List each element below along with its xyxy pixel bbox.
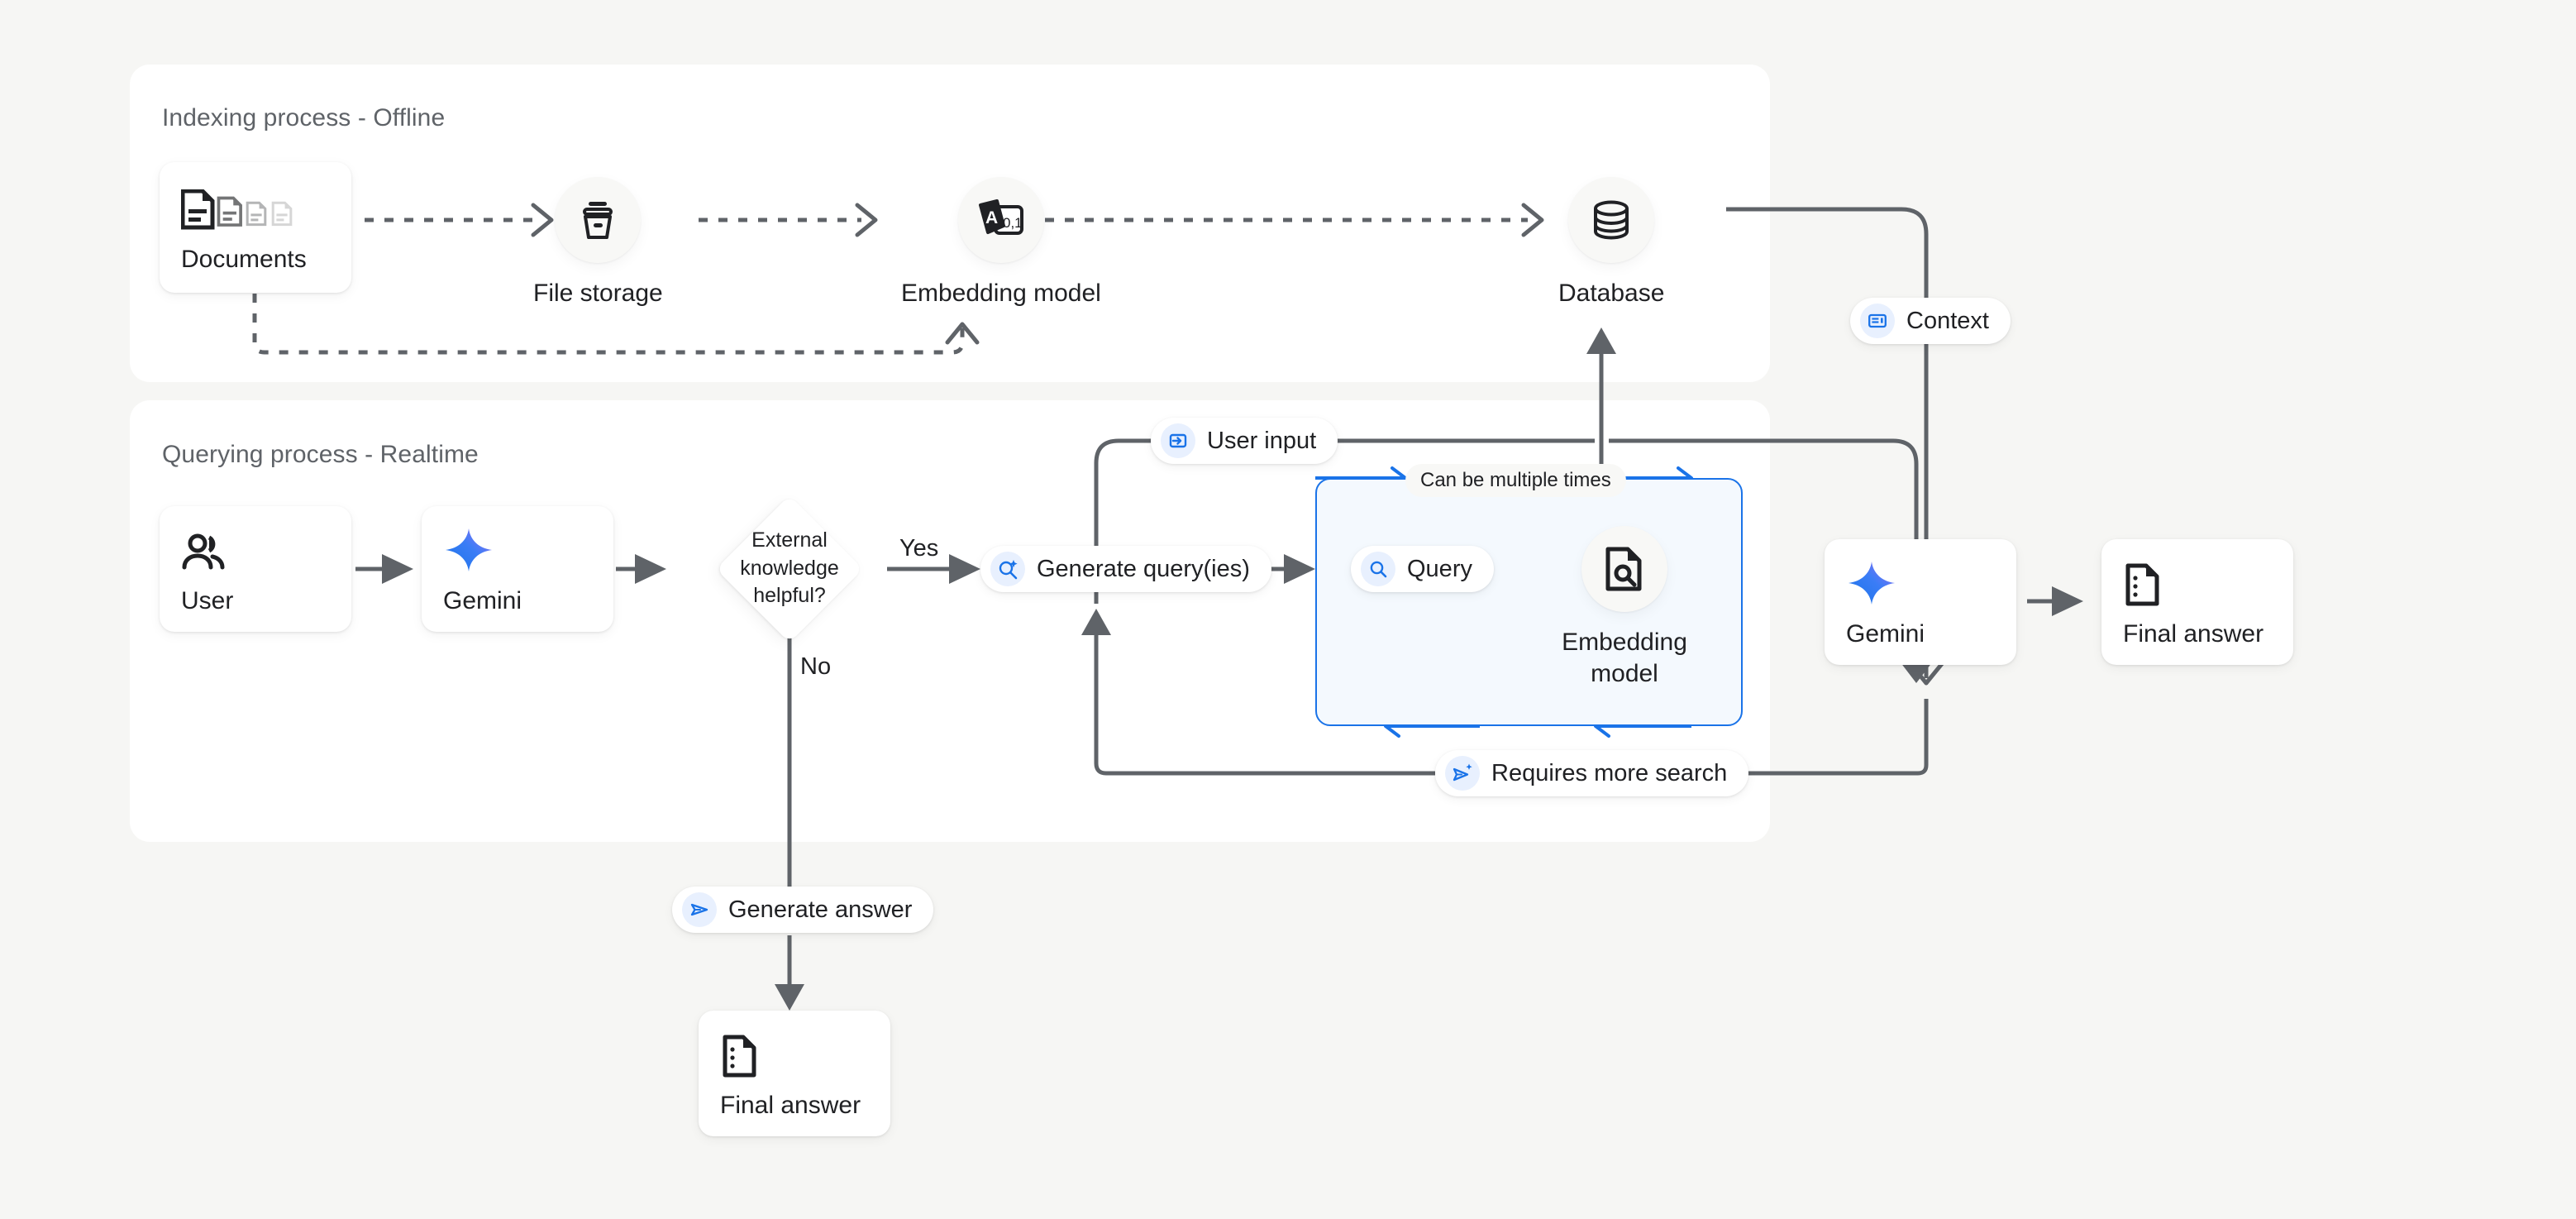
node-documents[interactable]: Documents xyxy=(160,162,351,293)
embedding-model-icon: 0,1 A xyxy=(957,177,1044,263)
node-gemini-left-label: Gemini xyxy=(443,587,522,614)
documents-icon xyxy=(181,181,330,232)
embedding-model-line-2: model xyxy=(1591,660,1658,688)
node-embedding-model-indexing-label: Embedding model xyxy=(901,280,1101,307)
search-icon xyxy=(1361,552,1395,586)
node-final-answer-bottom-label: Final answer xyxy=(720,1092,861,1119)
svg-text:A: A xyxy=(985,208,998,227)
decision-line-1: External xyxy=(751,528,828,552)
node-embedding-model-indexing[interactable]: 0,1 A Embedding model xyxy=(901,177,1101,309)
pill-generate-query[interactable]: Generate query(ies) xyxy=(980,546,1271,592)
article-icon xyxy=(1860,304,1895,338)
node-gemini-left[interactable]: Gemini xyxy=(422,506,613,632)
pill-context-label: Context xyxy=(1906,307,1989,334)
node-user-label: User xyxy=(181,587,234,614)
node-gemini-right[interactable]: Gemini xyxy=(1825,539,2016,665)
pill-generate-query-label: Generate query(ies) xyxy=(1037,555,1250,582)
loop-box-multiple-times xyxy=(1315,478,1743,726)
pill-generate-answer[interactable]: Generate answer xyxy=(672,887,934,933)
loop-caption: Can be multiple times xyxy=(1405,464,1626,497)
pill-query[interactable]: Query xyxy=(1351,546,1494,592)
document-search-icon xyxy=(1581,526,1667,612)
panel-indexing-title: Indexing process - Offline xyxy=(162,104,446,131)
panel-querying-title: Querying process - Realtime xyxy=(162,441,479,468)
embedding-model-line-1: Embedding xyxy=(1562,629,1687,656)
node-embedding-model-querying[interactable]: Embedding model xyxy=(1558,526,1691,691)
gemini-sparkle-icon xyxy=(1846,556,1995,607)
send-icon xyxy=(682,892,717,927)
decision-line-3: helpful? xyxy=(753,584,826,607)
pill-requires-more-search[interactable]: Requires more search xyxy=(1435,750,1749,796)
node-embedding-model-querying-label: Embedding model xyxy=(1558,627,1691,691)
send-sparkle-icon xyxy=(1445,756,1480,791)
database-icon xyxy=(1568,177,1655,263)
node-decision-external-knowledge[interactable]: External knowledge helpful? xyxy=(715,495,864,643)
node-final-answer-right[interactable]: Final answer xyxy=(2101,539,2293,665)
decision-line-2: knowledge xyxy=(740,556,839,580)
node-final-answer-right-label: Final answer xyxy=(2123,620,2264,648)
node-final-answer-bottom[interactable]: Final answer xyxy=(699,1011,890,1136)
node-user[interactable]: User xyxy=(160,506,351,632)
pill-context[interactable]: Context xyxy=(1850,298,2011,344)
file-storage-icon xyxy=(555,177,642,263)
pill-generate-answer-label: Generate answer xyxy=(728,896,913,923)
search-sparkle-icon xyxy=(990,552,1025,586)
node-gemini-right-label: Gemini xyxy=(1846,620,1925,648)
node-documents-label: Documents xyxy=(181,246,307,273)
node-file-storage-label: File storage xyxy=(533,280,663,307)
answer-document-icon xyxy=(2123,556,2272,607)
node-database-label: Database xyxy=(1558,280,1665,307)
input-arrow-icon xyxy=(1161,423,1195,458)
svg-text:0,1: 0,1 xyxy=(1003,215,1023,231)
decision-text: External knowledge helpful? xyxy=(708,527,871,610)
pill-query-label: Query xyxy=(1407,555,1472,582)
pill-user-input-label: User input xyxy=(1207,427,1317,454)
node-file-storage[interactable]: File storage xyxy=(533,177,663,309)
answer-document-icon xyxy=(720,1027,869,1078)
node-database[interactable]: Database xyxy=(1558,177,1664,309)
users-icon xyxy=(181,523,330,574)
gemini-sparkle-icon xyxy=(443,523,592,574)
pill-requires-more-search-label: Requires more search xyxy=(1491,759,1728,786)
pill-user-input[interactable]: User input xyxy=(1151,418,1338,464)
